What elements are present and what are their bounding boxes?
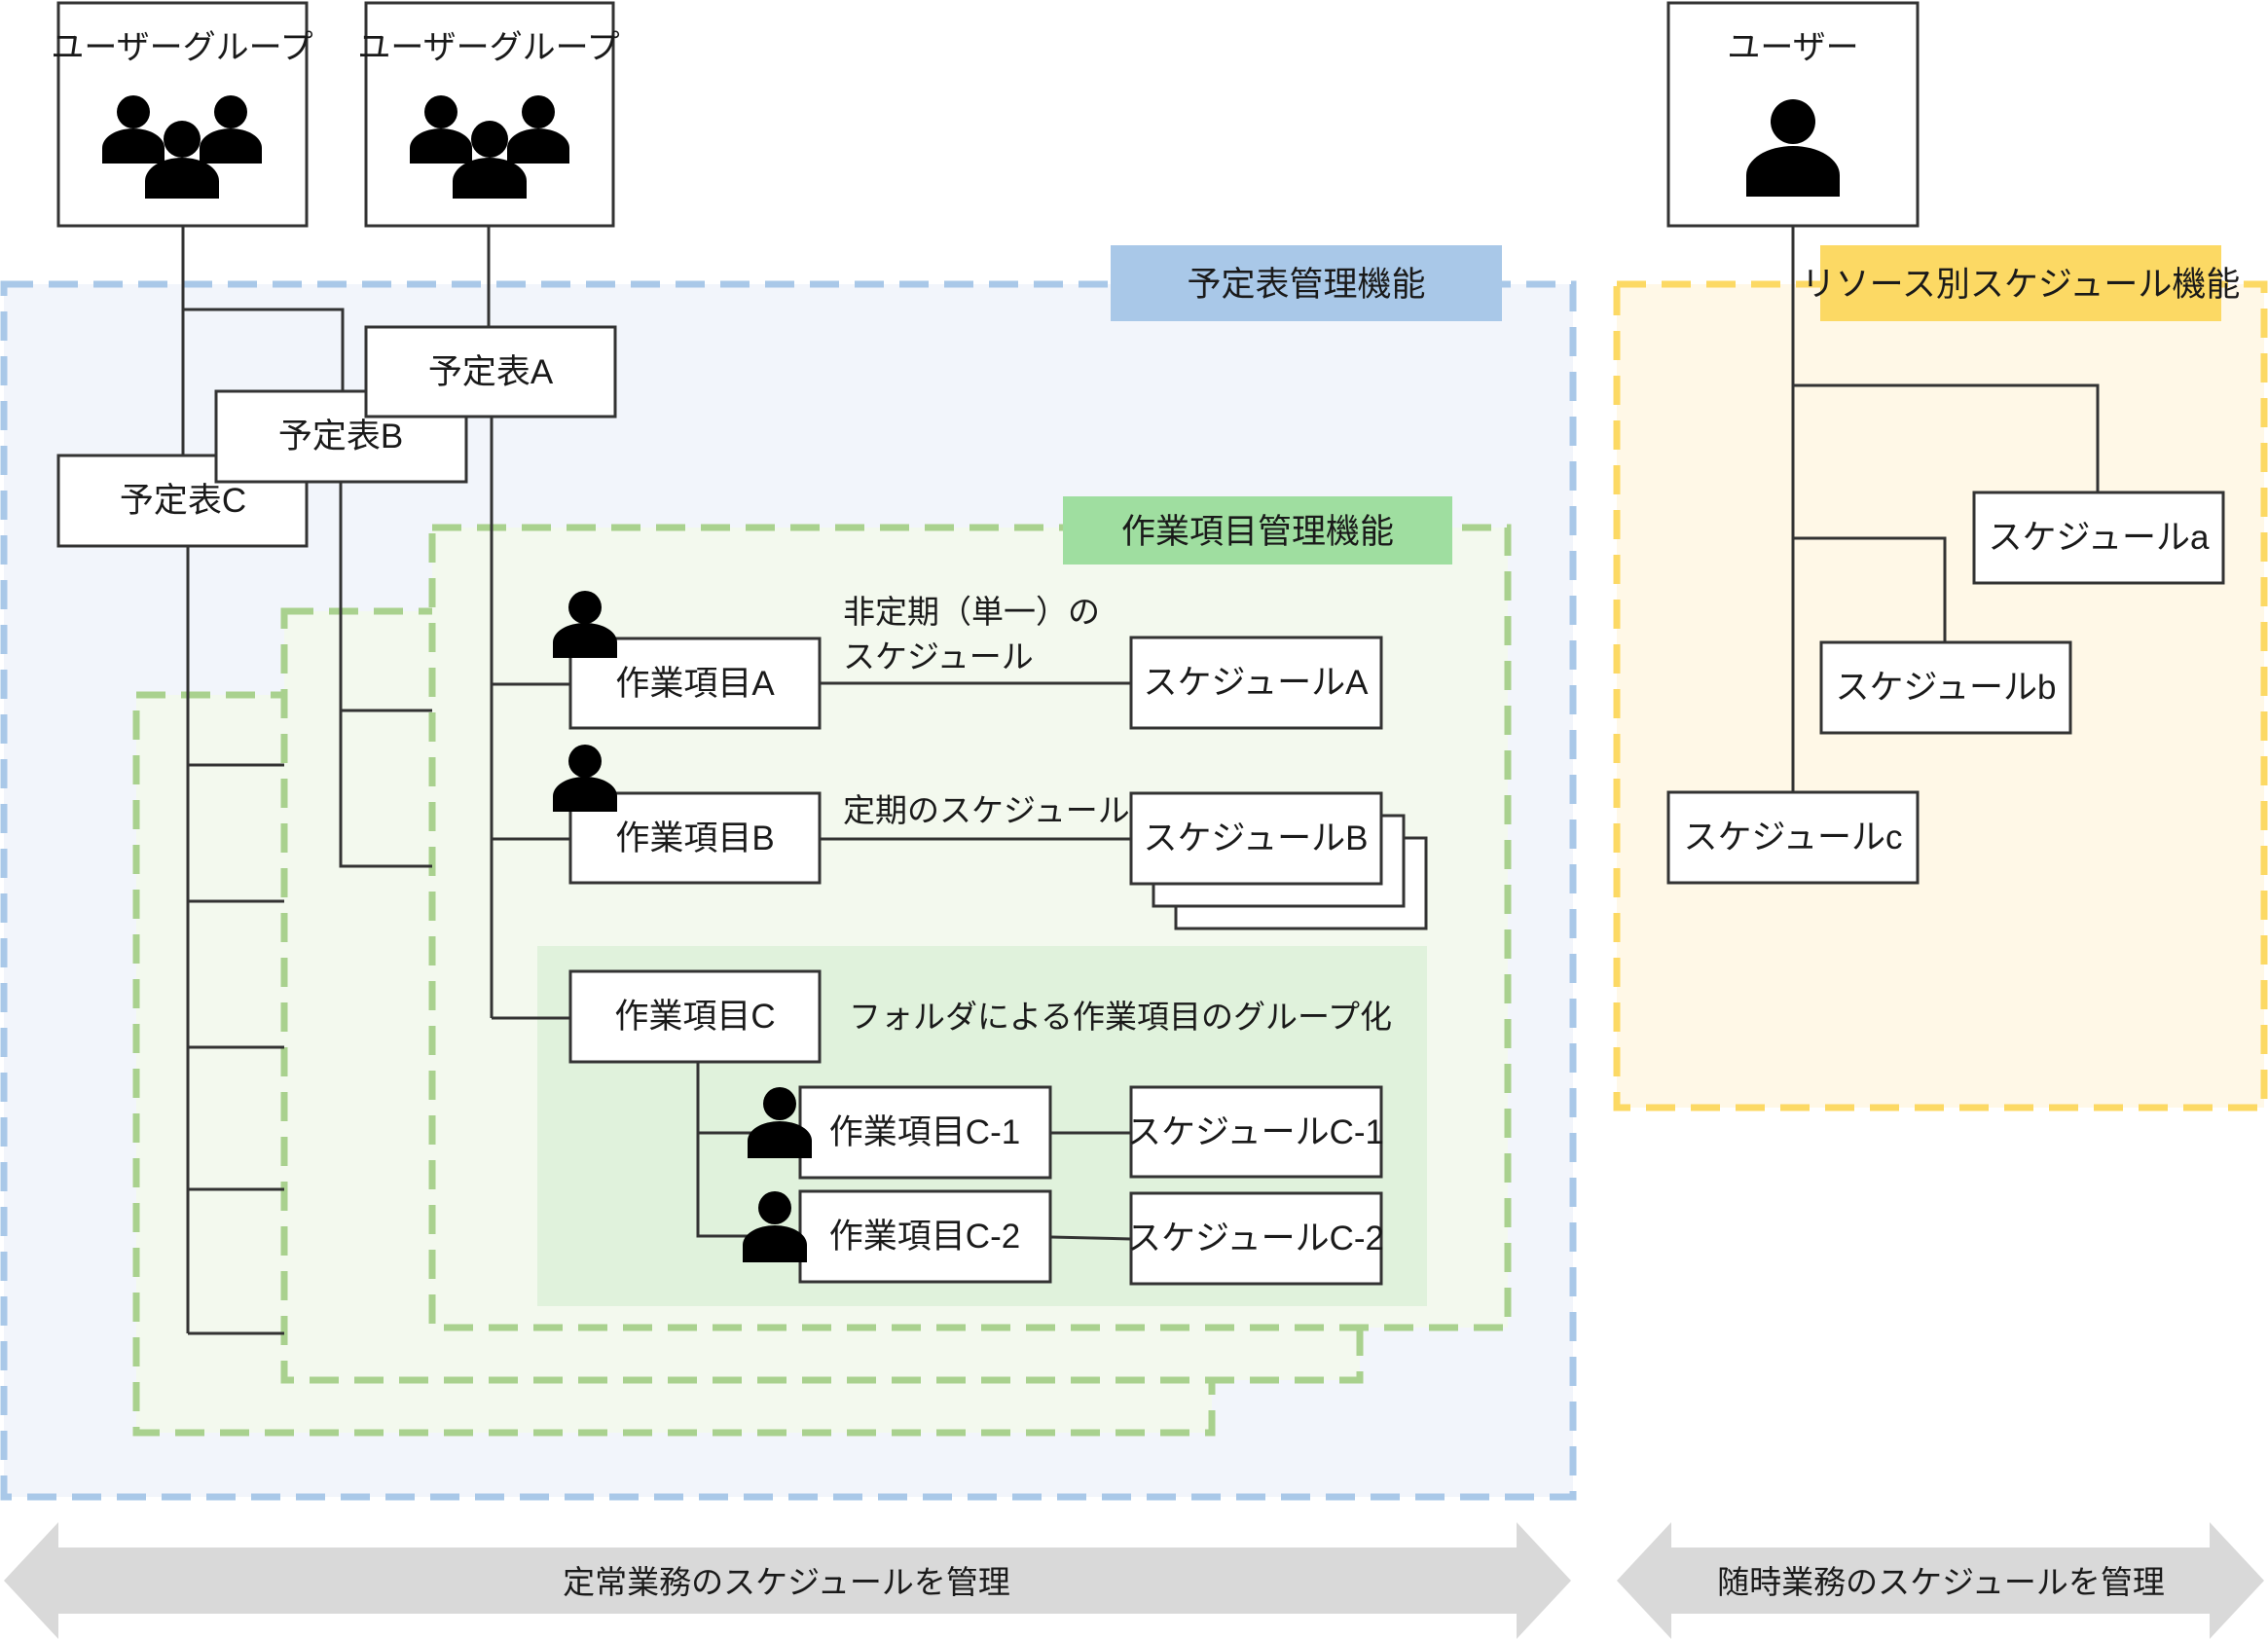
user-group-1-label: ユーザーグループ [51,29,312,66]
work-item-c1-assignee-icon [748,1087,812,1158]
annotation-one-time-line1: 非定期（単一）の [843,594,1100,630]
work-item-b-label: 作業項目B [615,820,774,857]
schedule-table-a-box [364,325,617,419]
work-item-c2-label: 作業項目C-2 [829,1218,1020,1256]
schedule-a-label: スケジュールA [1144,664,1370,702]
schedule-table-b-label: 予定表B [278,418,403,455]
user-group-icon [102,95,262,199]
work-item-c-label: 作業項目C [614,998,775,1036]
work-item-a-assignee-icon [553,591,617,658]
annotation-one-time-line2: スケジュール [843,638,1034,674]
work-item-function-label-bg [1063,496,1452,565]
schedule-rb-label: スケジュールb [1835,669,2056,707]
schedule-b-label: スケジュールB [1144,820,1369,857]
schedule-a-box [1129,636,1383,730]
annotation-periodic: 定期のスケジュール [843,792,1130,828]
resource-schedule-function-label-bg [1820,245,2221,321]
schedule-ra-box [1972,491,2225,585]
schedule-table-a-label: 予定表A [428,353,554,391]
user-group-icon [410,95,569,199]
work-item-c2-box [798,1189,1052,1284]
schedule-b-box [1129,791,1383,886]
user-group-2-label: ユーザーグループ [357,29,619,66]
schedule-c2-label: スケジュールC-2 [1127,1220,1384,1257]
schedule-c1-label: スケジュールC-1 [1127,1113,1384,1151]
work-item-c2-assignee-icon [743,1191,807,1262]
user-icon [1746,99,1840,197]
schedule-rc-box [1666,790,1920,885]
adhoc-arrow-label: 随時業務のスケジュールを管理 [1717,1564,2165,1600]
resource-schedule-function-label: リソース別スケジュール機能 [1802,266,2241,304]
schedule-table-function-label: 予定表管理機能 [1187,266,1425,304]
work-item-function-label: 作業項目管理機能 [1121,513,1394,551]
schedule-ra-label: スケジュールa [1988,519,2210,557]
work-item-a-label: 作業項目A [615,665,775,703]
schedule-c2-box [1129,1191,1383,1286]
connector-table-b-spine [339,483,432,868]
routine-arrow-label: 定常業務のスケジュールを管理 [563,1564,1010,1600]
routine-arrow [4,1522,1571,1639]
schedule-rc-label: スケジュールc [1683,819,1902,856]
connector-c2-to-schedule-c2 [1050,1235,1132,1241]
schedule-table-function-label-bg [1111,245,1502,321]
user-label: ユーザー [1727,29,1858,66]
connector-user-to-schedule-rb [1793,536,1947,642]
work-item-b-assignee-icon [553,745,617,812]
schedule-table-c-label: 予定表C [120,482,246,520]
adhoc-arrow [1617,1522,2264,1639]
work-item-c-box [568,969,822,1064]
schedule-c1-box [1129,1085,1383,1179]
work-item-c1-label: 作業項目C-1 [829,1113,1020,1151]
connector-user-to-schedule-ra [1793,383,2100,492]
annotation-folder-grouping: フォルダによる作業項目のグループ化 [849,999,1392,1035]
connector-group1-to-table-b [181,226,345,391]
schedule-rb-box [1819,640,2072,735]
